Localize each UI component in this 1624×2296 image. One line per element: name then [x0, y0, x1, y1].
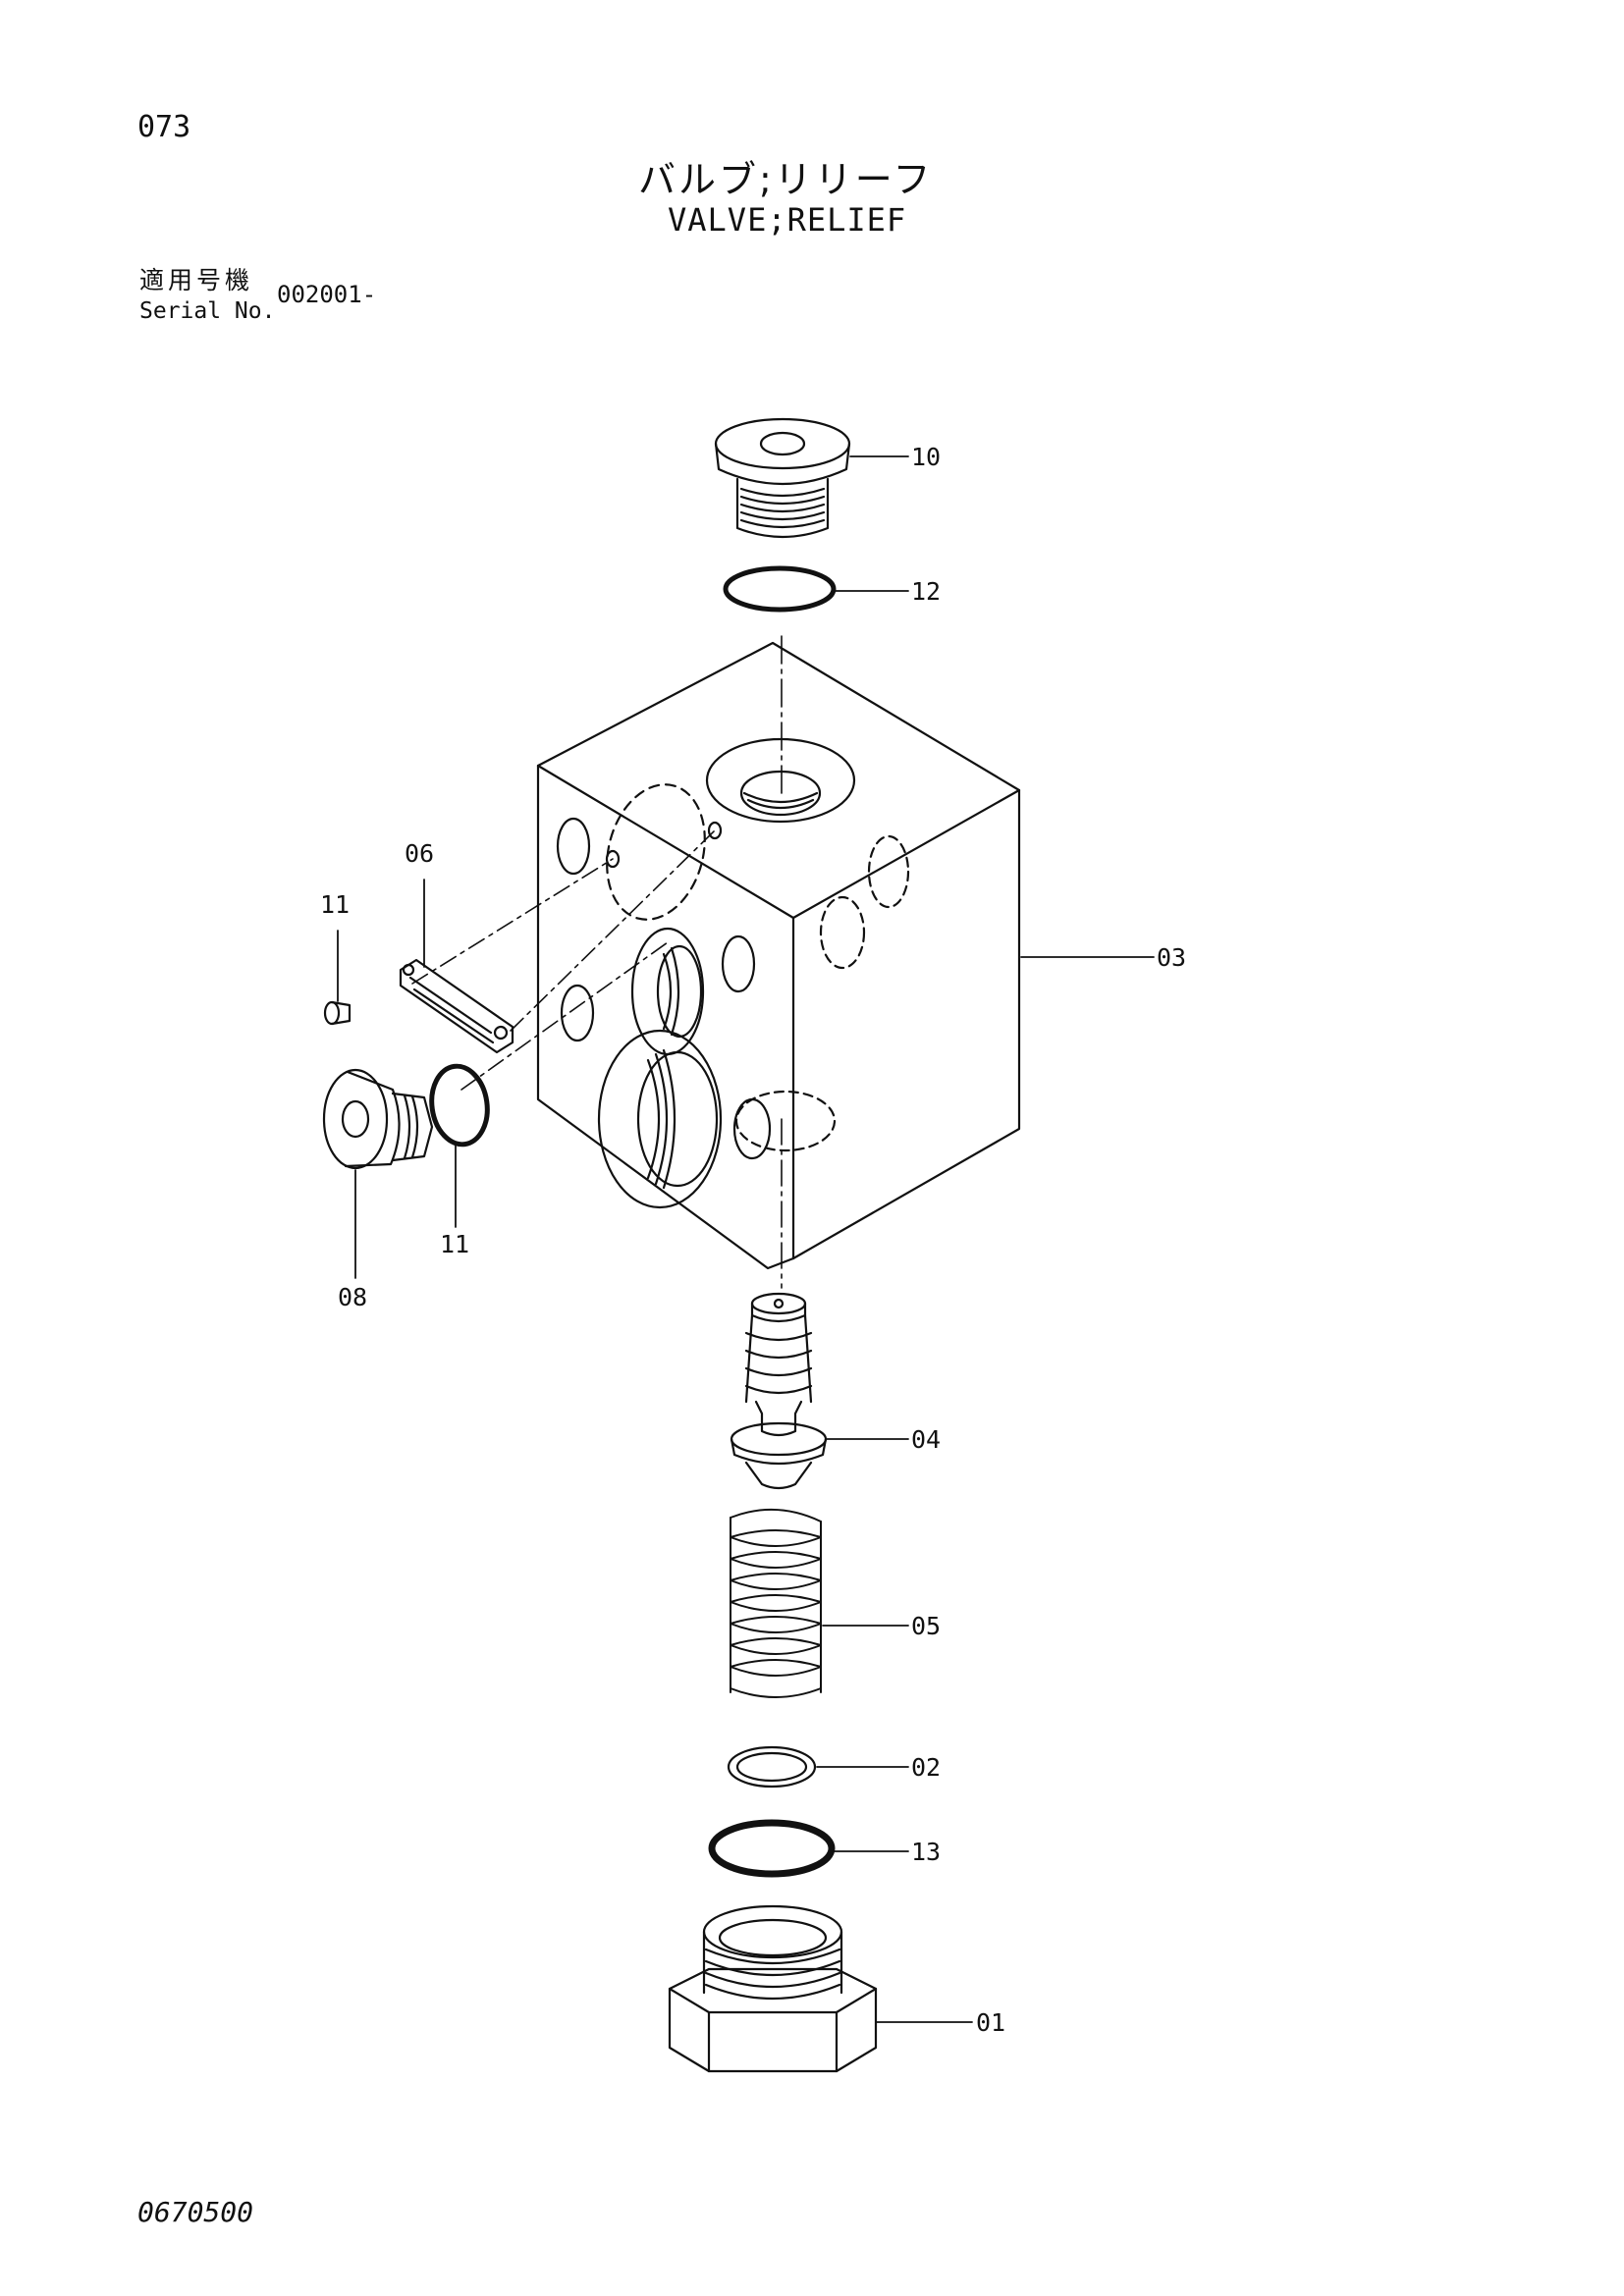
- page-number: 073: [137, 110, 191, 144]
- document-code: 0670500: [137, 2196, 254, 2228]
- callout-10: 11: [320, 890, 350, 919]
- serial-label-english: Serial No.: [139, 298, 276, 324]
- part-10-screw: [323, 1000, 352, 1026]
- callout-04: 04: [911, 1425, 941, 1454]
- part-06-cover-plate: [399, 958, 514, 1054]
- part-08-plug: [322, 1068, 434, 1170]
- callout-01: 01: [976, 2008, 1005, 2037]
- part-13-o-ring: [708, 1819, 836, 1878]
- title-japanese: バルブ;リリーフ: [638, 158, 934, 201]
- part-05-spring: [730, 1508, 822, 1698]
- callout-02: 02: [911, 1753, 941, 1782]
- callout-leaders: [337, 455, 1155, 2023]
- callout-03: 03: [1157, 943, 1186, 972]
- title-english: VALVE;RELIEF: [668, 201, 907, 239]
- part-02-ring: [727, 1745, 817, 1789]
- part-09-plug: [714, 417, 851, 539]
- callout-11: 11: [440, 1230, 469, 1258]
- part-04-poppet: [730, 1292, 828, 1490]
- part-01-hex-plug: [668, 1904, 878, 2073]
- callout-05: 05: [911, 1612, 941, 1640]
- serial-number-value: 002001-: [277, 281, 377, 308]
- callout-12: 12: [911, 577, 941, 606]
- part-03-valve-block: [536, 641, 1021, 1270]
- callout-13: 13: [911, 1838, 941, 1866]
- callout-08: 08: [338, 1283, 367, 1311]
- part-12-o-ring: [723, 565, 837, 613]
- part-11-o-ring: [429, 1063, 490, 1148]
- callout-06: 06: [405, 839, 434, 868]
- serial-label-japanese: 適用号機: [139, 266, 254, 294]
- callout-09: 10: [911, 443, 941, 471]
